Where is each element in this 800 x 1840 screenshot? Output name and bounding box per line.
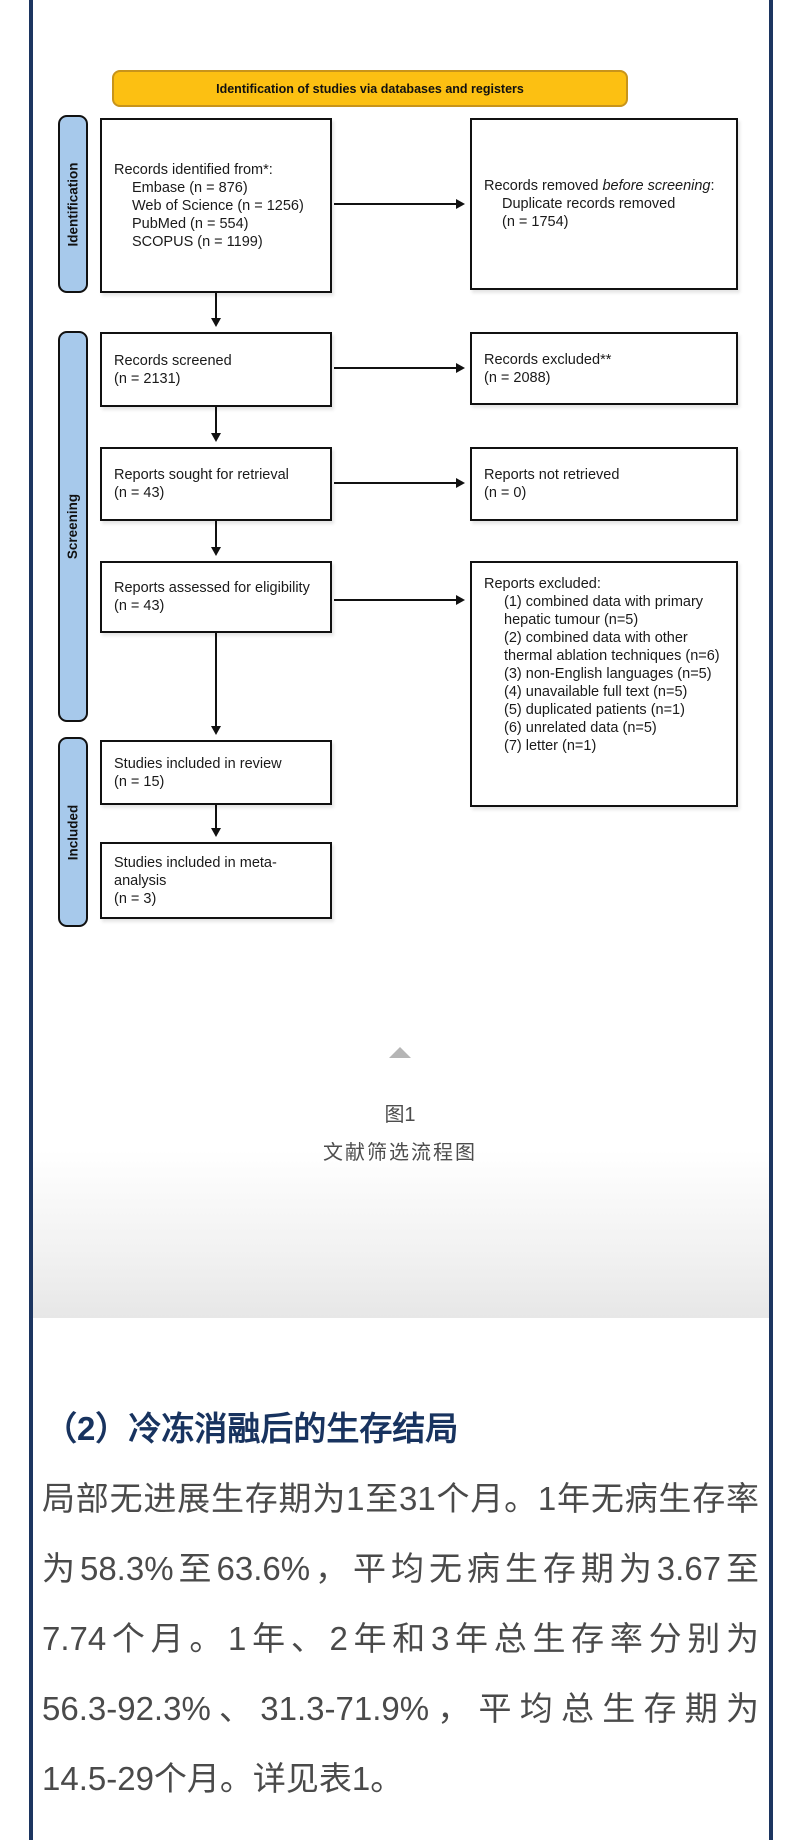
- box-records-removed: Records removed before screening: Duplic…: [470, 118, 738, 290]
- box-title: Records removed before screening:: [484, 178, 715, 194]
- box-reports-excluded: Reports excluded: (1) combined data with…: [470, 561, 738, 807]
- right-arrow-icon: [334, 478, 465, 488]
- box-reports-assessed: Reports assessed for eligibility (n = 43…: [100, 561, 332, 633]
- box-title: Reports excluded:: [484, 576, 601, 592]
- box-studies-in-meta-analysis: Studies included in meta- analysis (n = …: [100, 842, 332, 919]
- stage-label-screening: Screening: [58, 331, 88, 722]
- exclusion-reason: (7) letter (n=1): [504, 738, 597, 754]
- box-records-identified: Records identified from*: Embase (n = 87…: [100, 118, 332, 293]
- box-reports-sought: Reports sought for retrieval (n = 43): [100, 447, 332, 521]
- page-left-border: [29, 0, 33, 1840]
- section-heading: （2）冷冻消融后的生存结局: [44, 1410, 459, 1447]
- figure-label: 图1: [384, 1104, 416, 1126]
- page-right-border: [769, 0, 773, 1840]
- stage-label-included: Included: [58, 737, 88, 927]
- down-arrow-icon: [211, 521, 221, 556]
- figure-card-fade: [33, 1150, 769, 1318]
- paragraph-line: 为58.3%至63.6%，平均无病生存期为3.67至: [42, 1550, 759, 1587]
- prisma-banner: Identification of studies via databases …: [112, 70, 628, 107]
- exclusion-reason: (2) combined data with other thermal abl…: [504, 630, 720, 664]
- box-records-screened: Records screened (n = 2131): [100, 332, 332, 407]
- down-arrow-icon: [211, 633, 221, 735]
- right-arrow-icon: [334, 595, 465, 605]
- down-arrow-icon: [211, 805, 221, 837]
- collapse-triangle-icon[interactable]: [389, 1047, 411, 1058]
- figure-title: 文献筛选流程图: [323, 1142, 477, 1164]
- box-studies-in-review: Studies included in review (n = 15): [100, 740, 332, 805]
- exclusion-reason: (1) combined data with primary hepatic t…: [504, 594, 704, 628]
- paragraph-line: 7.74个月。1年、2年和3年总生存率分别为: [42, 1620, 759, 1657]
- right-arrow-icon: [334, 363, 465, 373]
- stage-label-identification: Identification: [58, 115, 88, 293]
- paragraph-line: 局部无进展生存期为1至31个月。1年无病生存率: [42, 1480, 759, 1517]
- exclusion-reason: (3) non-English languages (n=5): [504, 666, 712, 682]
- section-paragraph: 局部无进展生存期为1至31个月。1年无病生存率 为58.3%至63.6%，平均无…: [42, 1464, 759, 1814]
- exclusion-reason: (6) unrelated data (n=5): [504, 720, 657, 736]
- exclusion-reason: (4) unavailable full text (n=5): [504, 684, 688, 700]
- prisma-banner-label: Identification of studies via databases …: [216, 81, 524, 96]
- exclusion-reason: (5) duplicated patients (n=1): [504, 702, 685, 718]
- box-reports-not-retrieved: Reports not retrieved (n = 0): [470, 447, 738, 521]
- paragraph-line: 56.3-92.3%、31.3-71.9%，平均总生存期为: [42, 1690, 759, 1727]
- box-title: Records identified from*:: [114, 161, 273, 178]
- paragraph-line: 14.5-29个月。详见表1。: [42, 1760, 404, 1797]
- box-records-excluded: Records excluded** (n = 2088): [470, 332, 738, 405]
- down-arrow-icon: [211, 407, 221, 442]
- down-arrow-icon: [211, 293, 221, 327]
- right-arrow-icon: [334, 199, 465, 209]
